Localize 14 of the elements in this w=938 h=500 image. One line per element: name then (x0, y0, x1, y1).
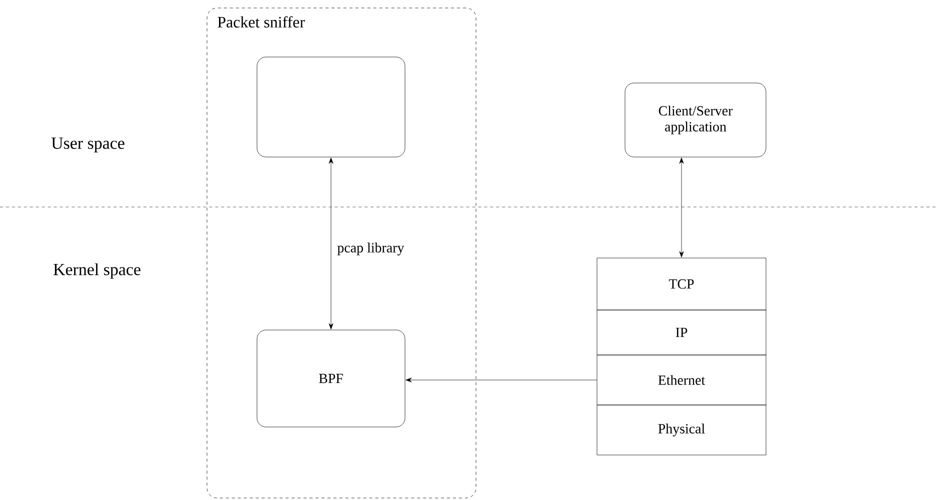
region-label: Kernel space (54, 263, 140, 279)
protocol-layer-cell: Ethernet (596, 354, 766, 406)
edge-label: pcap library (335, 240, 406, 258)
process-box (256, 56, 406, 158)
arrow (679, 158, 684, 258)
process-box: BPF (256, 330, 406, 428)
protocol-layer-cell: IP (596, 310, 766, 356)
protocol-layer-cell: Physical (596, 404, 766, 456)
region-label: User space (51, 138, 124, 152)
process-box: Client/Server application (624, 82, 766, 158)
group-heading: Packet sniffer (218, 16, 305, 28)
protocol-layer-cell: TCP (596, 258, 766, 310)
arrow (406, 378, 597, 382)
arrow (328, 158, 334, 330)
